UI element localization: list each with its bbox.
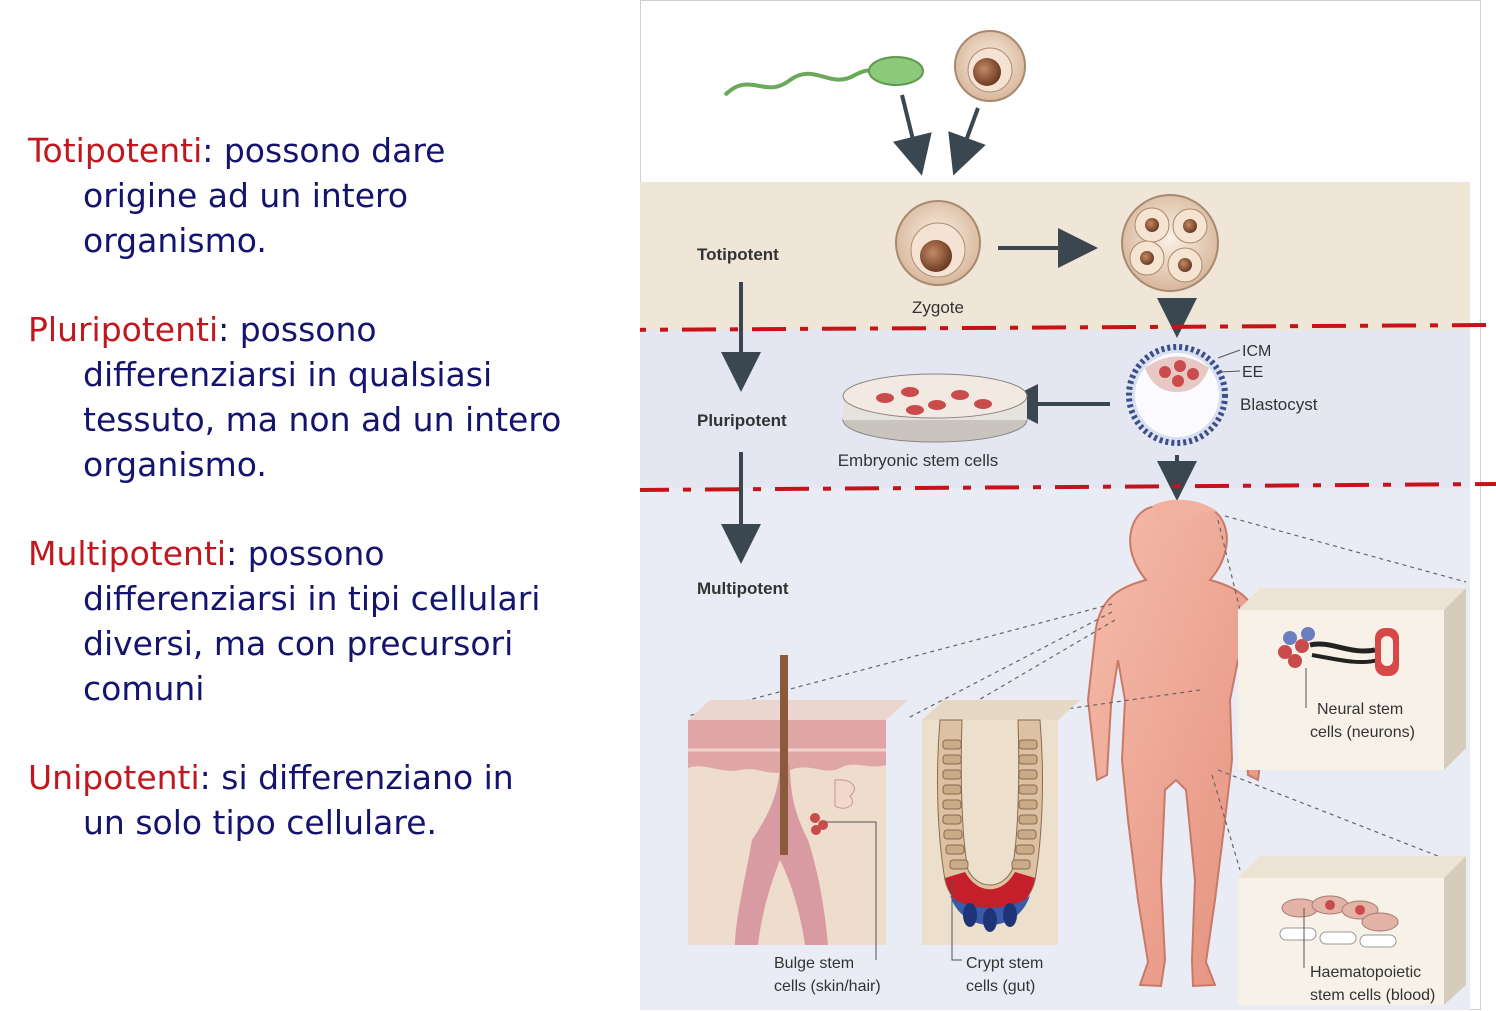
term-multipotenti: Multipotenti <box>28 534 227 573</box>
haem-label-2: stem cells (blood) <box>1310 987 1435 1004</box>
pluripotent-band <box>640 330 1470 488</box>
gut-crypt-box <box>922 700 1080 945</box>
totipotent-band <box>640 182 1470 330</box>
icm-label: ICM <box>1242 343 1271 360</box>
blood-stem-box <box>1238 856 1466 1005</box>
multipotent-definition: Multipotenti: possono differenziarsi in … <box>28 534 541 708</box>
term-unipotenti: Unipotenti <box>28 758 200 797</box>
divider-pluri-multi <box>640 482 1496 492</box>
embryonic-label: Embryonic stem cells <box>838 451 999 470</box>
blastocyst-label: Blastocyst <box>1240 395 1318 414</box>
pluripotent-definition: Pluripotenti: possono differenziarsi in … <box>28 310 562 484</box>
unipotent-definition: Unipotenti: si differenziano in un solo … <box>28 758 514 842</box>
four-cell-embryo <box>1121 194 1219 292</box>
crypt-label-2: cells (gut) <box>966 978 1035 995</box>
leader-lines <box>687 515 1467 871</box>
totipotent-definition: Totipotenti: possono dare origine ad un … <box>28 131 446 260</box>
stem-cell-potency-diagram: Zygote Totipotent Pluripotent Multipoten… <box>640 0 1496 1010</box>
divider-toti-pluri <box>640 323 1496 332</box>
neural-label-1: Neural stem <box>1317 701 1403 718</box>
sperm-arrow <box>892 94 932 176</box>
haem-label-1: Haematopoietic <box>1310 964 1421 981</box>
crypt-label-1: Crypt stem <box>966 955 1043 972</box>
bulge-label-2: cells (skin/hair) <box>774 978 881 995</box>
egg-arrow <box>948 107 986 176</box>
bulge-label-1: Bulge stem <box>774 955 854 972</box>
multipotent-label: Multipotent <box>697 579 789 598</box>
totipotent-label: Totipotent <box>697 245 779 264</box>
definitions-text: Totipotenti: possono dare origine ad un … <box>28 128 628 889</box>
blastocyst <box>1126 344 1228 446</box>
bulge-leader <box>825 821 877 960</box>
neural-label-2: cells (neurons) <box>1310 724 1415 741</box>
icm-leader <box>1217 349 1241 359</box>
term-totipotenti: Totipotenti <box>28 131 203 170</box>
pluripotent-label: Pluripotent <box>697 411 787 430</box>
egg-cell <box>954 30 1026 102</box>
neural-stem-box <box>1238 588 1466 770</box>
zygote-label: Zygote <box>912 298 964 317</box>
ee-leader <box>1219 370 1241 373</box>
human-body <box>1086 499 1270 988</box>
skin-hair-box <box>688 655 908 945</box>
ee-label: EE <box>1242 364 1263 381</box>
term-pluripotenti: Pluripotenti <box>28 310 219 349</box>
sperm-cell <box>723 56 924 97</box>
petri-dish <box>842 373 1028 443</box>
crypt-leader <box>951 880 962 961</box>
zygote-cell <box>895 200 981 286</box>
